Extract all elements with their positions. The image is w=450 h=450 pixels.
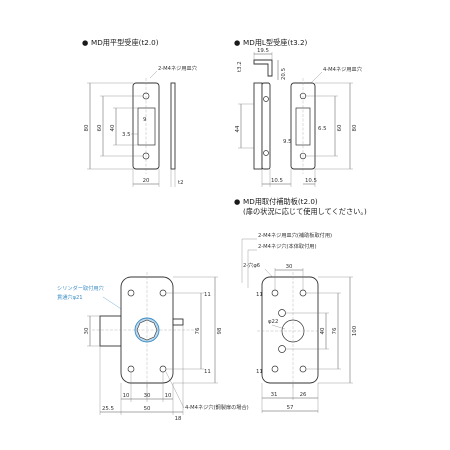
flat-strike-section: ● MD用平型受座(t2.0) 2-M4ネジ用皿穴 80 60 40 9 3.5 (82, 38, 197, 187)
l-strike-profile (253, 59, 273, 77)
l-strike-hole-note: 4-M4ネジ用皿穴 (323, 65, 362, 73)
plate-dim-76: 76 (332, 327, 338, 334)
l-dim-t3-2: t3.2 (237, 61, 243, 72)
flat-strike-opening (137, 107, 156, 146)
plate-dim-31: 31 (271, 392, 278, 398)
flat-dim-80: 80 (84, 124, 90, 131)
flat-dim-3-5: 3.5 (122, 132, 131, 138)
l-dim-9-5: 9.5 (283, 139, 292, 145)
flat-strike-side (170, 82, 176, 170)
flat-hole-leader (149, 70, 158, 79)
flat-strike-hole-note: 2-M4ネジ用皿穴 (158, 64, 197, 72)
body-hole-br (159, 365, 167, 373)
l-dim-44: 44 (235, 125, 241, 132)
plate-subtitle: (扉の状況に応じて使用してください。) (243, 207, 367, 216)
plate-hole-bl (271, 365, 279, 373)
plate-dim-phi22: φ22 (268, 319, 278, 325)
l-dim-10-5-b: 10.5 (305, 178, 317, 184)
plate-title: MD用取付補助板(t2.0) (243, 197, 318, 206)
flat-dim-40: 40 (110, 124, 116, 131)
plate-dim-26: 26 (300, 392, 307, 398)
flat-strike-title: MD用平型受座(t2.0) (91, 38, 159, 47)
plate-hole-br (299, 365, 307, 373)
lock-latch (99, 315, 122, 347)
plate-dim-11-b: 11 (256, 369, 263, 375)
lock-body-section: シリンダー取付用穴 貫通穴φ21 30 11 11 76 98 (57, 272, 249, 422)
flat-dim-60: 60 (97, 124, 103, 131)
l-dim-60: 60 (337, 124, 343, 131)
plate-hole-upper (278, 309, 286, 317)
flat-strike-bullet: ● (82, 38, 88, 47)
body-dim-18: 18 (175, 416, 182, 422)
flat-dim-20: 20 (143, 178, 150, 184)
body-dim-10-a: 10 (123, 393, 130, 399)
cylinder-note-2: 貫通穴φ21 (57, 293, 83, 301)
plate-leader-a (241, 238, 257, 283)
plate-dim-57: 57 (287, 405, 294, 411)
lock-cam-stub (172, 318, 184, 326)
l-dim-80: 80 (352, 124, 358, 131)
plate-note-c: 2-穴φ6 (243, 261, 260, 269)
plate-note-a: 2-M4ネジ用皿穴(補助板取付用) (258, 231, 332, 239)
body-dim-10-b: 10 (165, 393, 172, 399)
l-strike-side (253, 82, 263, 170)
cylinder-note-1: シリンダー取付用穴 (57, 284, 104, 292)
plate-leader-b (247, 249, 257, 288)
body-hole-tr (159, 289, 167, 297)
mounting-plate-section: ● MD用取付補助板(t2.0) (扉の状況に応じて使用してください。) 2-M… (234, 197, 367, 413)
body-dim-11-b: 11 (204, 369, 211, 375)
plate-dim-11-a: 11 (256, 292, 263, 298)
body-hole-bl (127, 365, 135, 373)
body-dim-50: 50 (144, 406, 151, 412)
body-bottom-leader (165, 371, 185, 409)
body-dim-11-a: 11 (204, 292, 211, 298)
plate-dim-30: 30 (286, 264, 293, 270)
l-strike-bullet: ● (234, 38, 240, 47)
plate-note-b: 2-M4ネジ穴(本体取付用) (258, 242, 317, 250)
body-dim-25-5: 25.5 (102, 406, 114, 412)
body-dim-98: 98 (217, 327, 223, 334)
plate-hole-tr (299, 289, 307, 297)
flat-dim-9: 9 (143, 117, 147, 123)
plate-hole-lower (278, 345, 286, 353)
l-dim-20-5: 20.5 (281, 68, 287, 80)
body-bottom-note: 4-M4ネジ穴(鋼製扉の場合) (185, 403, 249, 411)
body-dim-30-v: 30 (84, 327, 90, 334)
body-dim-76: 76 (195, 327, 201, 334)
plate-dim-100: 100 (352, 325, 358, 336)
body-dim-30-h: 30 (144, 393, 151, 399)
l-dim-19-5: 19.5 (257, 48, 269, 54)
l-strike-title: MD用L型受座(t3.2) (243, 38, 308, 47)
plate-dim-40: 40 (320, 327, 326, 334)
l-strike-side-flange (261, 82, 271, 170)
plate-bullet: ● (234, 197, 240, 206)
body-hole-tl (127, 289, 135, 297)
l-dim-6-5: 6.5 (318, 126, 327, 132)
l-dim-10-5-a: 10.5 (271, 178, 283, 184)
l-strike-section: ● MD用L型受座(t3.2) 19.5 t3.2 20.5 4-M4ネジ用皿穴… (234, 38, 362, 187)
plate-hole-tl (271, 289, 279, 297)
flat-dim-t2: t2 (178, 180, 184, 186)
